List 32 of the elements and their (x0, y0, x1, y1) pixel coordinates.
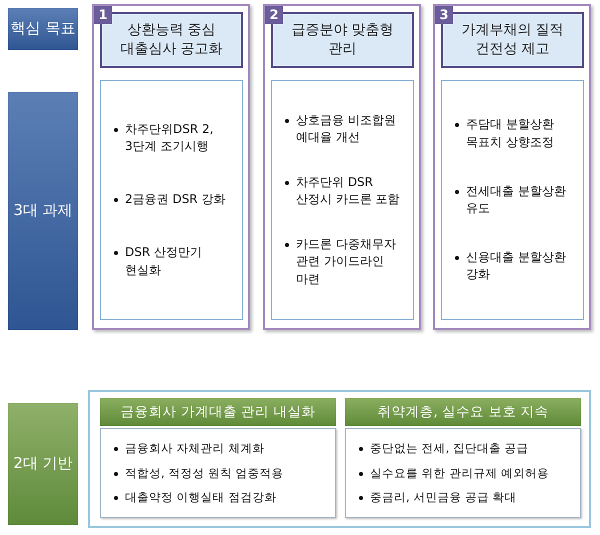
number-badge: 1 (94, 6, 112, 24)
number-badge: 3 (435, 6, 453, 24)
task-column (92, 4, 250, 330)
bullet-item: DSR 산정만기 현실화 (113, 244, 236, 280)
task-column (263, 4, 421, 330)
bullet-item: 차주단위DSR 2, 3단계 조기시행 (113, 120, 236, 156)
foundation-heading: 취약계층, 실수요 보호 지속 (345, 398, 581, 426)
bullet-item: 중단없는 전세, 집단대출 공급 (358, 440, 574, 456)
bullet-item: 2금융권 DSR 강화 (113, 191, 236, 209)
bullet-item: 주담대 분할상환 목표치 상향조정 (454, 116, 577, 152)
task-band: 3대 과제 (8, 92, 78, 330)
task-list-box (441, 80, 584, 320)
bullet-item: 차주단위 DSR 산정시 카드론 포함 (284, 174, 407, 209)
foundation-heading: 금융회사 가계대출 관리 내실화 (100, 398, 336, 426)
task-list-box (100, 80, 243, 320)
bullet-item: 카드론 다중채무자 관련 가이드라인 마련 (284, 236, 407, 288)
foundation-list-box (345, 428, 581, 518)
foundation-frame (88, 390, 591, 528)
bullet-item: 중금리, 서민금융 공급 확대 (358, 490, 574, 506)
goal-band: 핵심 목표 (8, 8, 78, 50)
foundation-list-box (100, 428, 336, 518)
task-list-box (271, 80, 414, 320)
bullet-item: 신용대출 분할상환 강화 (454, 248, 577, 284)
bullet-item: 금융회사 자체관리 체계화 (113, 440, 329, 456)
bullet-item: 실수요를 위한 관리규제 예외허용 (358, 466, 574, 480)
bullet-item: 대출약정 이행실태 점검강화 (113, 490, 329, 506)
number-badge: 2 (265, 6, 283, 24)
bullet-item: 상호금융 비조합원 예대율 개선 (284, 112, 407, 147)
task-column (433, 4, 591, 330)
foundation-band: 2대 기반 (8, 403, 78, 525)
bullet-item: 전세대출 분할상환 유도 (454, 182, 577, 218)
bullet-item: 적합성, 적정성 원칙 엄중적용 (113, 466, 329, 480)
